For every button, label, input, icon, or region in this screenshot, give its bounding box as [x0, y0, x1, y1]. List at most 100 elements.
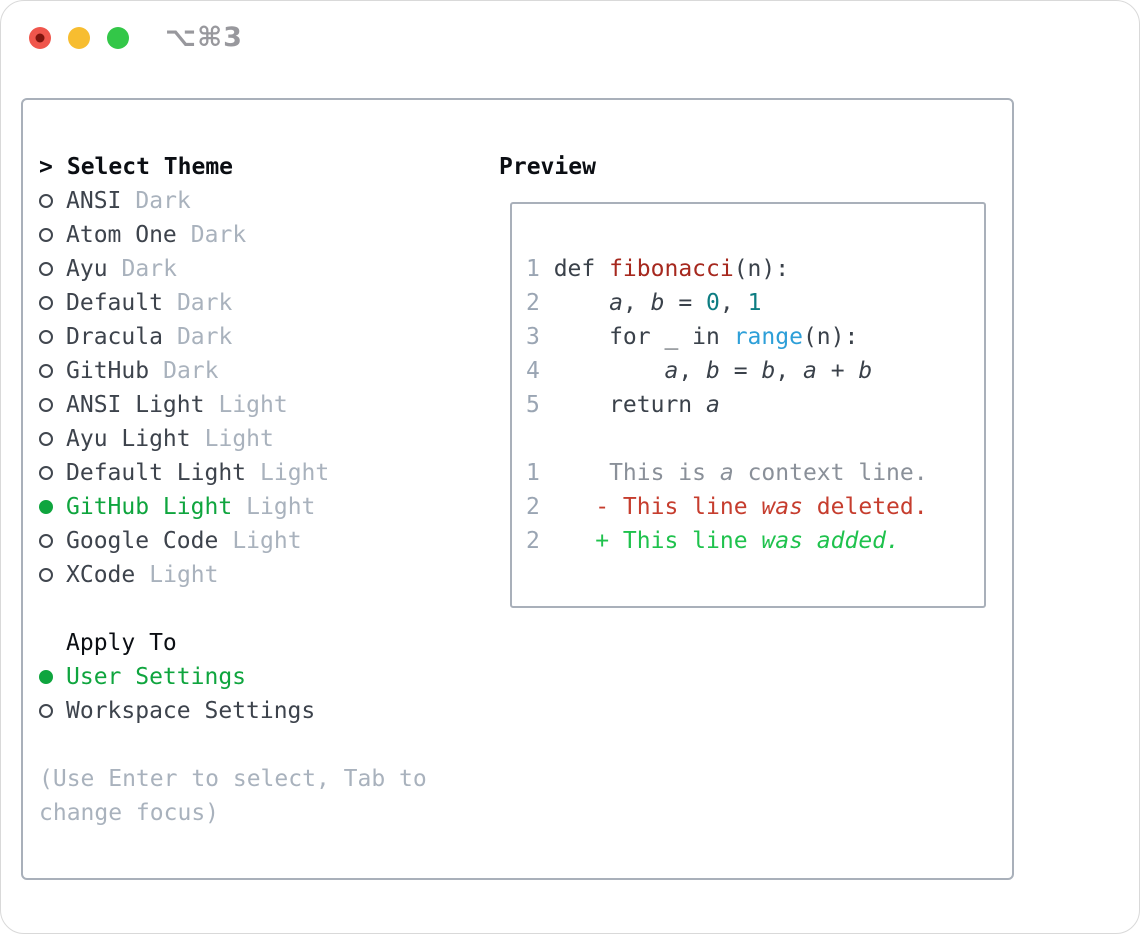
code-segment-context: This is [553, 460, 720, 486]
code-segment-number: 1 [747, 290, 762, 316]
preview-line: 2 a, b = 0, 1 [526, 286, 984, 320]
blank-line [526, 422, 984, 456]
code-segment-context_em: a [719, 460, 734, 486]
code-segment-plain [554, 358, 665, 384]
code-segment-var: a [664, 358, 679, 384]
apply-option-workspace-settings[interactable]: Workspace Settings [39, 694, 427, 728]
theme-name: Ayu Light [66, 426, 191, 452]
code-segment-add_em: was added. [761, 528, 900, 554]
preview-line: 4 a, b = b, a + b [526, 354, 984, 388]
window-shortcut-label: ⌥⌘3 [165, 22, 243, 53]
code-segment-del: - This line [553, 494, 762, 520]
radio-icon [39, 534, 53, 548]
code-segment-plain: (n): [733, 256, 790, 282]
code-segment-plain [554, 290, 609, 316]
code-segment-plain: for _ in [553, 324, 734, 350]
spacer [39, 728, 427, 762]
theme-option-default-light[interactable]: Default Light Light [39, 456, 427, 490]
radio-icon [39, 262, 53, 276]
theme-name: Atom One [66, 222, 177, 248]
radio-icon [39, 194, 53, 208]
radio-icon [39, 228, 53, 242]
radio-selected-icon [39, 670, 53, 684]
code-segment-var: a [609, 290, 623, 316]
minimize-button[interactable] [68, 27, 90, 49]
theme-name: Dracula [66, 324, 163, 350]
code-segment-plain: , [775, 358, 803, 384]
theme-option-ansi[interactable]: ANSI Dark [39, 184, 427, 218]
close-button[interactable] [29, 27, 51, 49]
theme-name: Google Code [66, 528, 219, 554]
code-segment-builtin: range [733, 324, 803, 350]
theme-name: Default [66, 290, 163, 316]
radio-icon [39, 466, 53, 480]
radio-icon [39, 296, 53, 310]
code-segment-plain: , [622, 290, 651, 316]
theme-variant-tag: Light [260, 460, 330, 486]
theme-variant-tag: Dark [135, 188, 191, 214]
theme-name: Default Light [66, 460, 247, 486]
hint-line: (Use Enter to select, Tab to [39, 766, 427, 792]
code-segment-plain: + [816, 358, 859, 384]
radio-selected-icon [39, 500, 53, 514]
code-segment-number: 0 [706, 290, 720, 316]
line-number: 2 [526, 528, 540, 554]
theme-variant-tag: Light [149, 562, 219, 588]
radio-icon [39, 432, 53, 446]
spacer [39, 592, 427, 626]
theme-variant-tag: Dark [163, 358, 219, 384]
line-number: 2 [526, 494, 540, 520]
radio-icon [39, 330, 53, 344]
code-segment-context: context line. [733, 460, 928, 486]
theme-name: ANSI [66, 188, 122, 214]
line-number: 2 [526, 290, 540, 316]
code-segment-plain: = [719, 358, 762, 384]
theme-option-google-code[interactable]: Google Code Light [39, 524, 427, 558]
code-segment-var: b [761, 358, 776, 384]
theme-name: GitHub [66, 358, 150, 384]
theme-option-github[interactable]: GitHub Dark [39, 354, 427, 388]
window-titlebar [29, 27, 129, 49]
theme-name: Ayu [66, 256, 108, 282]
zoom-button[interactable] [107, 27, 129, 49]
preview-line: 5 return a [526, 388, 984, 422]
code-segment-var: b [858, 358, 873, 384]
code-segment-del_em: was [761, 494, 803, 520]
radio-icon [39, 364, 53, 378]
code-segment-plain: def [553, 256, 610, 282]
line-number: 4 [526, 358, 540, 384]
line-number: 1 [526, 460, 540, 486]
code-segment-plain: , [678, 358, 707, 384]
code-segment-var: b [650, 290, 665, 316]
apply-to-header: Apply To [66, 630, 177, 656]
apply-option-name: Workspace Settings [66, 698, 316, 724]
code-segment-var: b [706, 358, 720, 384]
preview-line: 2 - This line was deleted. [526, 490, 984, 524]
hint-line: change focus) [39, 800, 220, 826]
radio-icon [39, 568, 53, 582]
focus-cursor: > [39, 154, 53, 180]
line-number: 5 [526, 392, 540, 418]
code-segment-plain: , [719, 290, 748, 316]
select-theme-header: >Select Theme [39, 150, 427, 184]
code-segment-var: a [803, 358, 817, 384]
preview-line: 2 + This line was added. [526, 524, 984, 558]
theme-variant-tag: Light [232, 528, 302, 554]
apply-option-user-settings[interactable]: User Settings [39, 660, 427, 694]
theme-name: GitHub Light [66, 494, 233, 520]
code-segment-add: + This line [553, 528, 762, 554]
